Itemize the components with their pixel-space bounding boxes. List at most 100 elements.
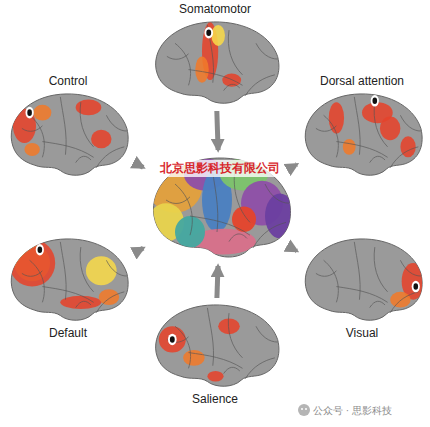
- brain-surface: [155, 305, 278, 386]
- sulcus-line: [80, 247, 93, 292]
- network-label: Default: [49, 326, 87, 341]
- sulcus-line: [336, 142, 387, 158]
- sulcus-line: [400, 115, 420, 131]
- sulcus-line: [229, 234, 247, 242]
- brain-surface: [305, 94, 422, 175]
- sulcus-line: [228, 313, 242, 358]
- sulcus-line: [245, 358, 275, 379]
- seed-ring: [204, 27, 213, 39]
- sulcus-line: [80, 102, 93, 147]
- sulcus-line: [316, 271, 336, 276]
- converging-arrow: [294, 162, 299, 167]
- brain-surface: [155, 22, 278, 103]
- seed-ring: [412, 281, 420, 293]
- sulcus-line: [245, 75, 275, 96]
- network-label: Control: [49, 74, 88, 89]
- seed-dot: [169, 336, 174, 343]
- sulcus-line: [316, 126, 336, 131]
- brain-illustration: [298, 89, 426, 181]
- sulcus-line: [336, 287, 387, 303]
- sulcus-line: [42, 142, 93, 158]
- seed-dot: [413, 283, 418, 290]
- activation-blob: [76, 100, 102, 116]
- wechat-icon-eye: [305, 408, 307, 410]
- activation-blob: [86, 256, 117, 285]
- seed-ring: [36, 244, 44, 256]
- activation-blob: [207, 371, 223, 382]
- activation-blob: [158, 326, 185, 352]
- activation-blob: [329, 102, 344, 134]
- seed-dot: [38, 246, 43, 253]
- parcel-patch: [232, 206, 256, 232]
- network-label: Dorsal attention: [320, 74, 404, 89]
- sulcus-line: [324, 115, 339, 157]
- activation-blob: [195, 56, 209, 82]
- seed-ring: [371, 95, 379, 107]
- activation-blob: [24, 143, 39, 156]
- converging-arrow: [217, 111, 218, 150]
- sulcus-line: [106, 260, 126, 276]
- parcel-patch: [175, 216, 205, 248]
- network-brain: Default: [4, 234, 132, 341]
- brain-holder: [298, 89, 426, 181]
- seed-dot: [206, 29, 211, 36]
- sulcus-line: [265, 184, 289, 203]
- network-label: Salience: [192, 392, 238, 407]
- seed-dot: [372, 98, 377, 105]
- converging-arrow: [134, 248, 143, 253]
- sulcus-line: [175, 43, 191, 85]
- sulcus-line: [370, 156, 385, 162]
- brain-holder: [148, 17, 283, 109]
- sulcus-line: [22, 126, 42, 131]
- converging-arrow: [217, 266, 218, 298]
- sulcus-line: [30, 115, 45, 157]
- activation-blob: [343, 139, 356, 155]
- network-brain: Dorsal attention: [298, 74, 426, 181]
- brain-illustration: [4, 234, 132, 326]
- activation-blob: [183, 350, 205, 366]
- seed-ring: [26, 107, 34, 119]
- activation-blob: [211, 25, 225, 46]
- sulcus-line: [175, 326, 191, 368]
- brain-holder: [298, 234, 426, 326]
- sulcus-line: [223, 84, 239, 90]
- sulcus-line: [30, 260, 45, 302]
- network-brain: Visual: [298, 234, 426, 341]
- network-label: Somatomotor: [179, 2, 251, 17]
- sulcus-line: [223, 367, 239, 373]
- activation-blob: [91, 130, 111, 148]
- sulcus-line: [190, 216, 250, 235]
- seed-ring: [167, 334, 176, 346]
- brain-illustration: [298, 234, 426, 326]
- network-label: Visual: [346, 326, 378, 341]
- activation-blob: [99, 289, 119, 305]
- sulcus-line: [374, 102, 387, 147]
- brain-illustration: [4, 89, 132, 181]
- sulcus-line: [42, 287, 93, 303]
- activation-blob: [60, 296, 101, 309]
- sulcus-line: [256, 43, 278, 59]
- watermark-label: 公众号 · 思影科技: [313, 404, 392, 417]
- sulcus-line: [175, 184, 192, 235]
- sulcus-line: [166, 54, 188, 59]
- sulcus-line: [106, 115, 126, 131]
- brain-holder: [4, 234, 132, 326]
- sulcus-line: [188, 353, 242, 369]
- network-brain: Salience: [148, 300, 283, 407]
- brain-illustration: [148, 17, 283, 109]
- converging-arrow: [134, 162, 143, 167]
- sulcus-line: [390, 147, 418, 168]
- activation-blob: [380, 117, 400, 141]
- combined-network-brain: 北京思影科技有限公司: [145, 152, 295, 264]
- brain-holder: [148, 300, 283, 392]
- sulcus-line: [228, 30, 242, 75]
- watermark-text: 北京思影科技有限公司: [157, 160, 283, 177]
- sulcus-line: [253, 222, 286, 248]
- parcel-patch: [265, 194, 295, 239]
- sulcus-line: [256, 326, 278, 342]
- network-brain: Control: [4, 74, 132, 181]
- sulcus-line: [324, 260, 339, 302]
- sulcus-line: [400, 260, 420, 276]
- sulcus-line: [370, 301, 385, 307]
